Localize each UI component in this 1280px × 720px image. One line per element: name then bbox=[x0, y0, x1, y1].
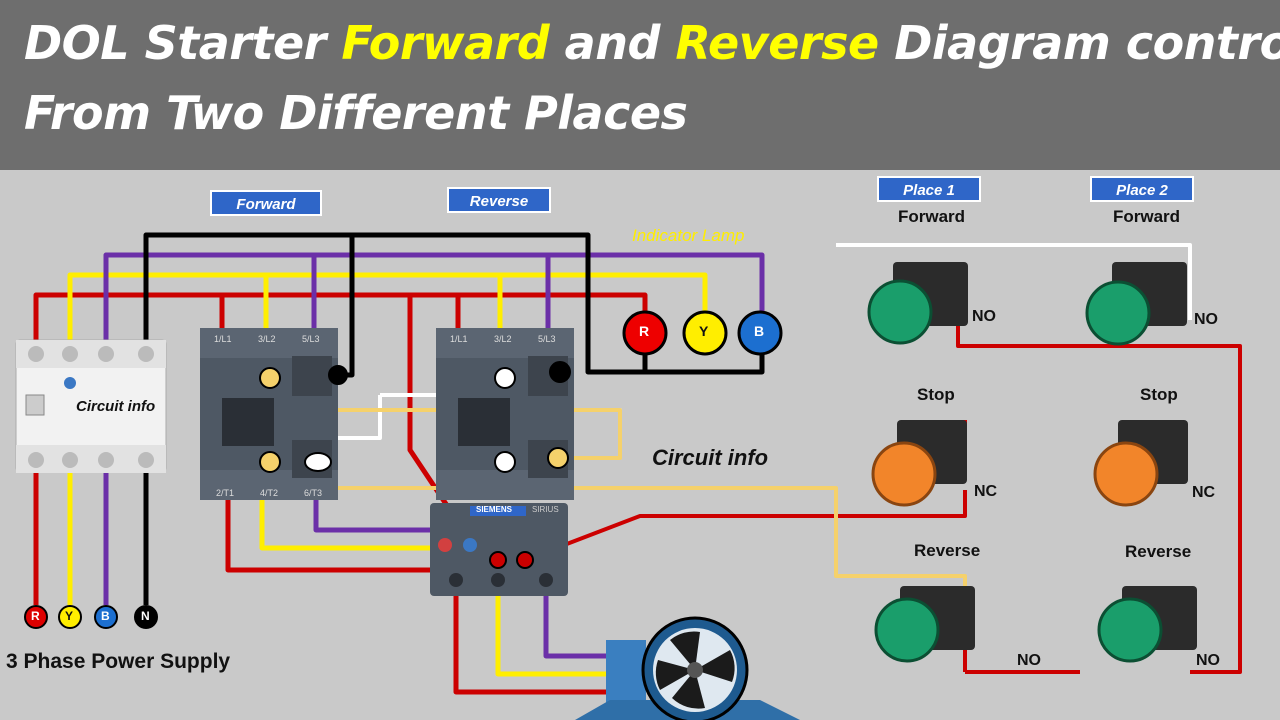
wire-motor-yellow bbox=[495, 590, 620, 677]
place1-forward-label: Forward bbox=[898, 207, 966, 226]
circuit-breaker bbox=[15, 339, 167, 473]
place2-tag: Place 2 bbox=[1090, 176, 1194, 202]
terminal-fwd-a2 bbox=[328, 365, 348, 385]
place2-forward-label: Forward bbox=[1113, 207, 1181, 226]
wire-black-main bbox=[143, 232, 765, 605]
supply-b: B bbox=[101, 609, 110, 623]
reverse-contactor bbox=[436, 328, 574, 500]
ctrl-red-place1 bbox=[956, 320, 1242, 674]
place1-reverse-label: Reverse bbox=[914, 541, 981, 560]
terminal-ol-96 bbox=[516, 551, 534, 569]
supply-n: N bbox=[141, 609, 150, 623]
indicator-lamps bbox=[622, 310, 783, 356]
fwd-terminal-bottom-1: 2/T1 bbox=[216, 488, 235, 498]
place1-stop-nc: NC bbox=[974, 483, 998, 500]
place2-reverse-no: NO bbox=[1196, 652, 1220, 669]
button-place2-reverse bbox=[1097, 586, 1197, 663]
wire-yellow-out bbox=[259, 500, 440, 551]
terminal-fwd-no bbox=[259, 451, 281, 473]
rev-terminal-top-3: 5/L3 bbox=[538, 334, 556, 344]
title-line-2: From Two Different Places bbox=[24, 86, 688, 140]
place2-stop-label: Stop bbox=[1140, 385, 1178, 404]
lamp-b-label: B bbox=[754, 323, 765, 339]
rev-terminal-top-1: 1/L1 bbox=[450, 334, 468, 344]
motor-fan bbox=[575, 616, 800, 720]
place1-reverse-no: NO bbox=[1017, 652, 1041, 669]
fwd-terminal-top-3: 5/L3 bbox=[302, 334, 320, 344]
place2-forward-no: NO bbox=[1194, 311, 1218, 328]
title-line-1: DOL Starter Forward and Reverse Diagram … bbox=[24, 16, 1280, 70]
title-banner: DOL Starter Forward and Reverse Diagram … bbox=[0, 0, 1280, 170]
terminal-rev-nc bbox=[547, 447, 569, 469]
overload-series: SIRIUS bbox=[532, 505, 559, 514]
lamp-y bbox=[682, 310, 728, 356]
title-reverse: Reverse bbox=[675, 16, 879, 70]
terminal-fwd-nc bbox=[304, 452, 332, 472]
place1-forward-no: NO bbox=[972, 308, 996, 325]
terminal-rev-a1 bbox=[494, 367, 516, 389]
fwd-terminal-top-1: 1/L1 bbox=[214, 334, 232, 344]
terminal-rev-a2 bbox=[549, 361, 571, 383]
lamp-y-label: Y bbox=[699, 323, 709, 339]
reverse-contactor-tag: Reverse bbox=[447, 187, 551, 213]
overload-relay bbox=[430, 503, 568, 596]
wire-purple-out bbox=[313, 500, 440, 533]
supply-label: 3 Phase Power Supply bbox=[6, 650, 231, 673]
place2-reverse-label: Reverse bbox=[1125, 542, 1192, 561]
forward-contactor bbox=[200, 328, 338, 500]
supply-r: R bbox=[31, 609, 40, 623]
button-place1-stop bbox=[871, 420, 967, 507]
lamp-r-label: R bbox=[639, 323, 650, 339]
fwd-terminal-top-2: 3/L2 bbox=[258, 334, 276, 344]
place1-tag: Place 1 bbox=[877, 176, 981, 202]
title-forward: Forward bbox=[341, 16, 550, 70]
button-place1-forward bbox=[867, 262, 968, 345]
title-text: DOL Starter bbox=[24, 16, 342, 70]
wire-motor-purple bbox=[543, 590, 620, 659]
terminal-ol-95 bbox=[489, 551, 507, 569]
place1-stop-label: Stop bbox=[917, 385, 955, 404]
rev-terminal-top-2: 3/L2 bbox=[494, 334, 512, 344]
button-place2-stop bbox=[1093, 420, 1188, 507]
ctrl-red-ol bbox=[524, 490, 967, 562]
place2-stop-nc: NC bbox=[1192, 484, 1216, 501]
mcb-circuit-info: Circuit info bbox=[76, 398, 156, 415]
circuit-info-label: Circuit info bbox=[652, 445, 769, 470]
button-place1-reverse bbox=[874, 586, 975, 663]
title-diagram-control: Diagram control bbox=[878, 16, 1280, 70]
button-place2-forward bbox=[1085, 262, 1187, 346]
wire-motor-red bbox=[453, 590, 620, 695]
lamp-r bbox=[622, 310, 668, 356]
ctrl-white-fwd bbox=[836, 243, 1192, 320]
overload-brand: SIEMENS bbox=[476, 505, 513, 514]
indicator-lamp-label: Indicator Lamp bbox=[632, 226, 745, 245]
fwd-terminal-bottom-3: 6/T3 bbox=[304, 488, 323, 498]
fwd-terminal-bottom-2: 4/T2 bbox=[260, 488, 279, 498]
terminal-rev-no bbox=[494, 451, 516, 473]
supply-y: Y bbox=[65, 609, 74, 623]
lamp-b bbox=[737, 310, 783, 356]
terminal-fwd-a1 bbox=[259, 367, 281, 389]
supply-terminals bbox=[24, 605, 158, 629]
title-and: and bbox=[549, 16, 676, 70]
forward-contactor-tag: Forward bbox=[210, 190, 322, 216]
wire-red-out bbox=[225, 500, 440, 573]
